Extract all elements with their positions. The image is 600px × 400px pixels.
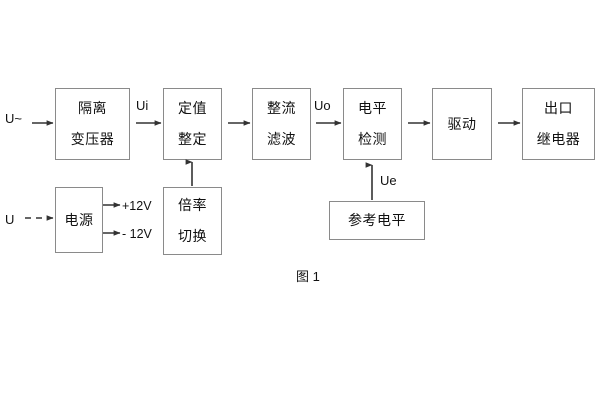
label-ue: Ue — [380, 173, 397, 188]
block-isolation-transformer-line1: 隔离 — [78, 100, 107, 117]
block-output-relay-line1: 出口 — [544, 100, 573, 117]
label-plus-12v: +12V — [122, 199, 152, 213]
label-input-ac: U~ — [5, 111, 22, 126]
block-rectify-filter-line1: 整流 — [267, 100, 296, 117]
block-reference-level[interactable]: 参考电平 — [329, 201, 425, 240]
block-rectify-filter[interactable]: 整流 滤波 — [252, 88, 311, 160]
block-multiplier-switch-line1: 倍率 — [178, 197, 207, 214]
block-level-detection-line1: 电平 — [358, 100, 387, 117]
label-ui: Ui — [136, 98, 149, 113]
block-multiplier-switch-line2: 切换 — [178, 228, 207, 244]
block-output-relay-line2: 继电器 — [536, 131, 581, 147]
label-input-dc: U — [5, 212, 15, 227]
figure-caption: 图 1 — [296, 269, 320, 284]
block-rectify-filter-line2: 滤波 — [267, 131, 296, 147]
label-uo: Uo — [314, 98, 331, 113]
block-level-detection-line2: 检测 — [358, 131, 387, 147]
label-minus-12v: - 12V — [122, 227, 152, 241]
block-isolation-transformer-line2: 变压器 — [70, 131, 115, 147]
block-output-relay[interactable]: 出口 继电器 — [522, 88, 595, 160]
block-reference-level-line1: 参考电平 — [348, 212, 406, 229]
block-multiplier-switch[interactable]: 倍率 切换 — [163, 187, 222, 255]
block-setting-value-line2: 整定 — [178, 131, 207, 147]
block-power-supply-line1: 电源 — [64, 211, 94, 228]
block-setting-value-line1: 定值 — [178, 100, 207, 117]
block-setting-value[interactable]: 定值 整定 — [163, 88, 222, 160]
block-level-detection[interactable]: 电平 检测 — [343, 88, 402, 160]
block-drive[interactable]: 驱动 — [432, 88, 492, 160]
block-power-supply[interactable]: 电源 — [55, 187, 103, 253]
block-isolation-transformer[interactable]: 隔离 变压器 — [55, 88, 130, 160]
block-drive-line1: 驱动 — [447, 115, 477, 132]
